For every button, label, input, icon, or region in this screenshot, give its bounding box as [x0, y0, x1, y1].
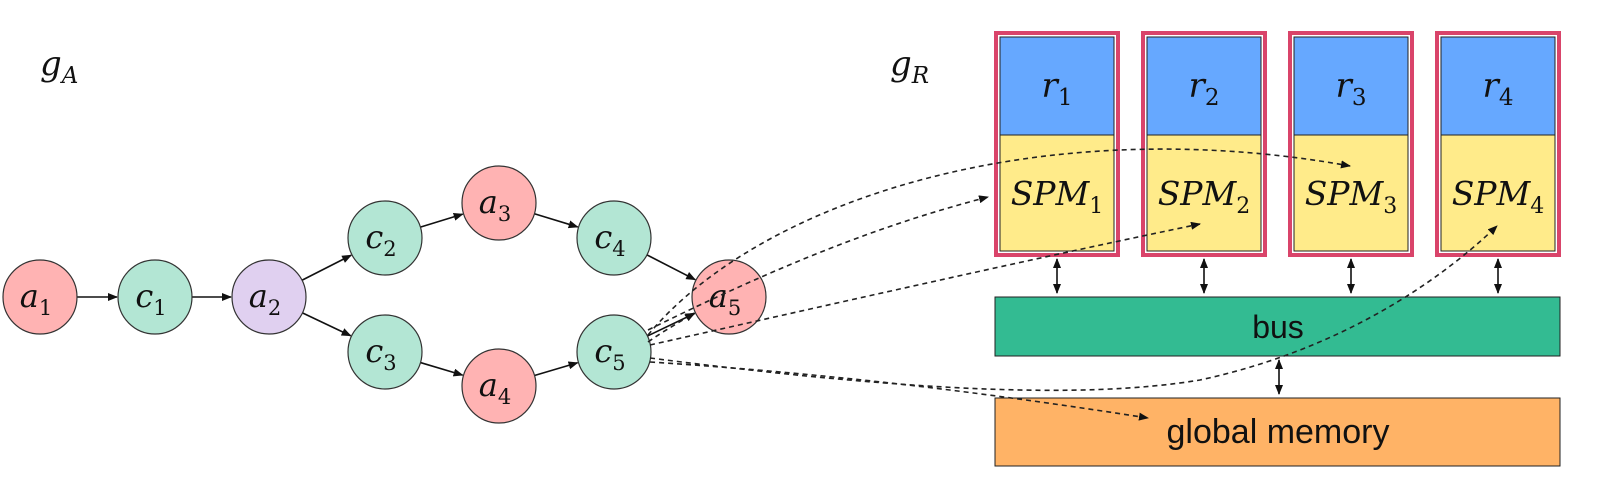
app-graph-nodes: a1 c1 a2 c2 c3 a3 a4 c4 c5 a5: [2, 165, 767, 424]
edge-c3-a4: [420, 361, 464, 377]
node-a1-circle: [2, 259, 78, 335]
resource-r4-border: [1435, 31, 1561, 257]
global-memory-label: global memory: [1167, 413, 1390, 451]
edge-a3-c4: [534, 213, 579, 229]
node-a1: a1: [2, 259, 78, 335]
resource-r2-border: [1141, 31, 1267, 257]
node-c1-circle: [117, 259, 193, 335]
processor-r3: [1293, 36, 1409, 136]
resource-r3-border: [1288, 31, 1414, 257]
node-a5: a5: [691, 259, 767, 335]
edge-a4-c5: [534, 361, 579, 377]
spm-3-label: SPM3: [1305, 174, 1398, 219]
spm-2-label: SPM2: [1158, 174, 1251, 219]
edge-c2-a3: [420, 212, 464, 228]
resource-graph-label-sub: R: [911, 63, 929, 89]
processor-r3-label: r3: [1336, 66, 1367, 111]
node-c3-label: c3: [365, 332, 396, 375]
node-c1: c1: [117, 259, 193, 335]
node-a5-circle: [691, 259, 767, 335]
app-graph-label-sub: A: [60, 63, 79, 89]
node-a2: a2: [231, 259, 307, 335]
node-c1-label: c1: [135, 277, 166, 320]
node-c3-circle: [347, 314, 423, 390]
node-a3-label: a3: [479, 183, 511, 226]
edge-a2-c2: [301, 254, 353, 281]
spm-3: [1293, 134, 1409, 252]
node-c2-circle: [347, 200, 423, 276]
processor-r4-label: r4: [1483, 66, 1514, 111]
node-c5: c5: [576, 314, 652, 390]
bus-label: bus: [1252, 309, 1304, 345]
spm-1-label: SPM1: [1011, 174, 1104, 219]
spm-bus-links: [1053, 258, 1502, 294]
mapping-arrow-spm2: [649, 221, 1201, 346]
processor-r1-label: r1: [1042, 66, 1073, 111]
processor-r4: [1440, 36, 1556, 136]
mapping-arrow-spm1: [647, 195, 989, 331]
node-c2: c2: [347, 200, 423, 276]
node-a5-label: a5: [709, 277, 741, 320]
node-c5-circle: [576, 314, 652, 390]
resource-graph-label-base: g: [890, 44, 912, 84]
node-c3: c3: [347, 314, 423, 390]
processor-r1: [999, 36, 1115, 136]
app-graph-label: gA: [40, 44, 78, 89]
node-c4: c4: [576, 200, 652, 276]
node-a4-label: a4: [479, 366, 511, 409]
processor-r2-label: r2: [1189, 66, 1220, 111]
node-a2-label: a2: [249, 277, 281, 320]
edge-a2-c3: [302, 312, 352, 337]
node-c5-label: c5: [594, 332, 625, 375]
bus-block: [994, 296, 1561, 357]
node-a3-circle: [461, 165, 537, 241]
spm-2: [1146, 134, 1262, 252]
node-c4-circle: [576, 200, 652, 276]
node-a3: a3: [461, 165, 537, 241]
mapping-arrows: [647, 148, 1498, 421]
node-a4-circle: [461, 348, 537, 424]
resource-graph-label: gR: [890, 44, 929, 89]
mapping-arrow-a5: [647, 312, 695, 343]
processor-r2: [1146, 36, 1262, 136]
node-a4: a4: [461, 348, 537, 424]
node-c2-label: c2: [365, 218, 396, 261]
node-a2-circle: [231, 259, 307, 335]
node-a1-label: a1: [20, 277, 52, 320]
app-graph-label-base: g: [40, 44, 62, 84]
edge-c4-a5: [646, 254, 697, 281]
spm-4: [1440, 134, 1556, 252]
spm-1: [999, 134, 1115, 252]
node-c4-label: c4: [594, 218, 625, 261]
spm-4-label: SPM4: [1452, 174, 1545, 219]
